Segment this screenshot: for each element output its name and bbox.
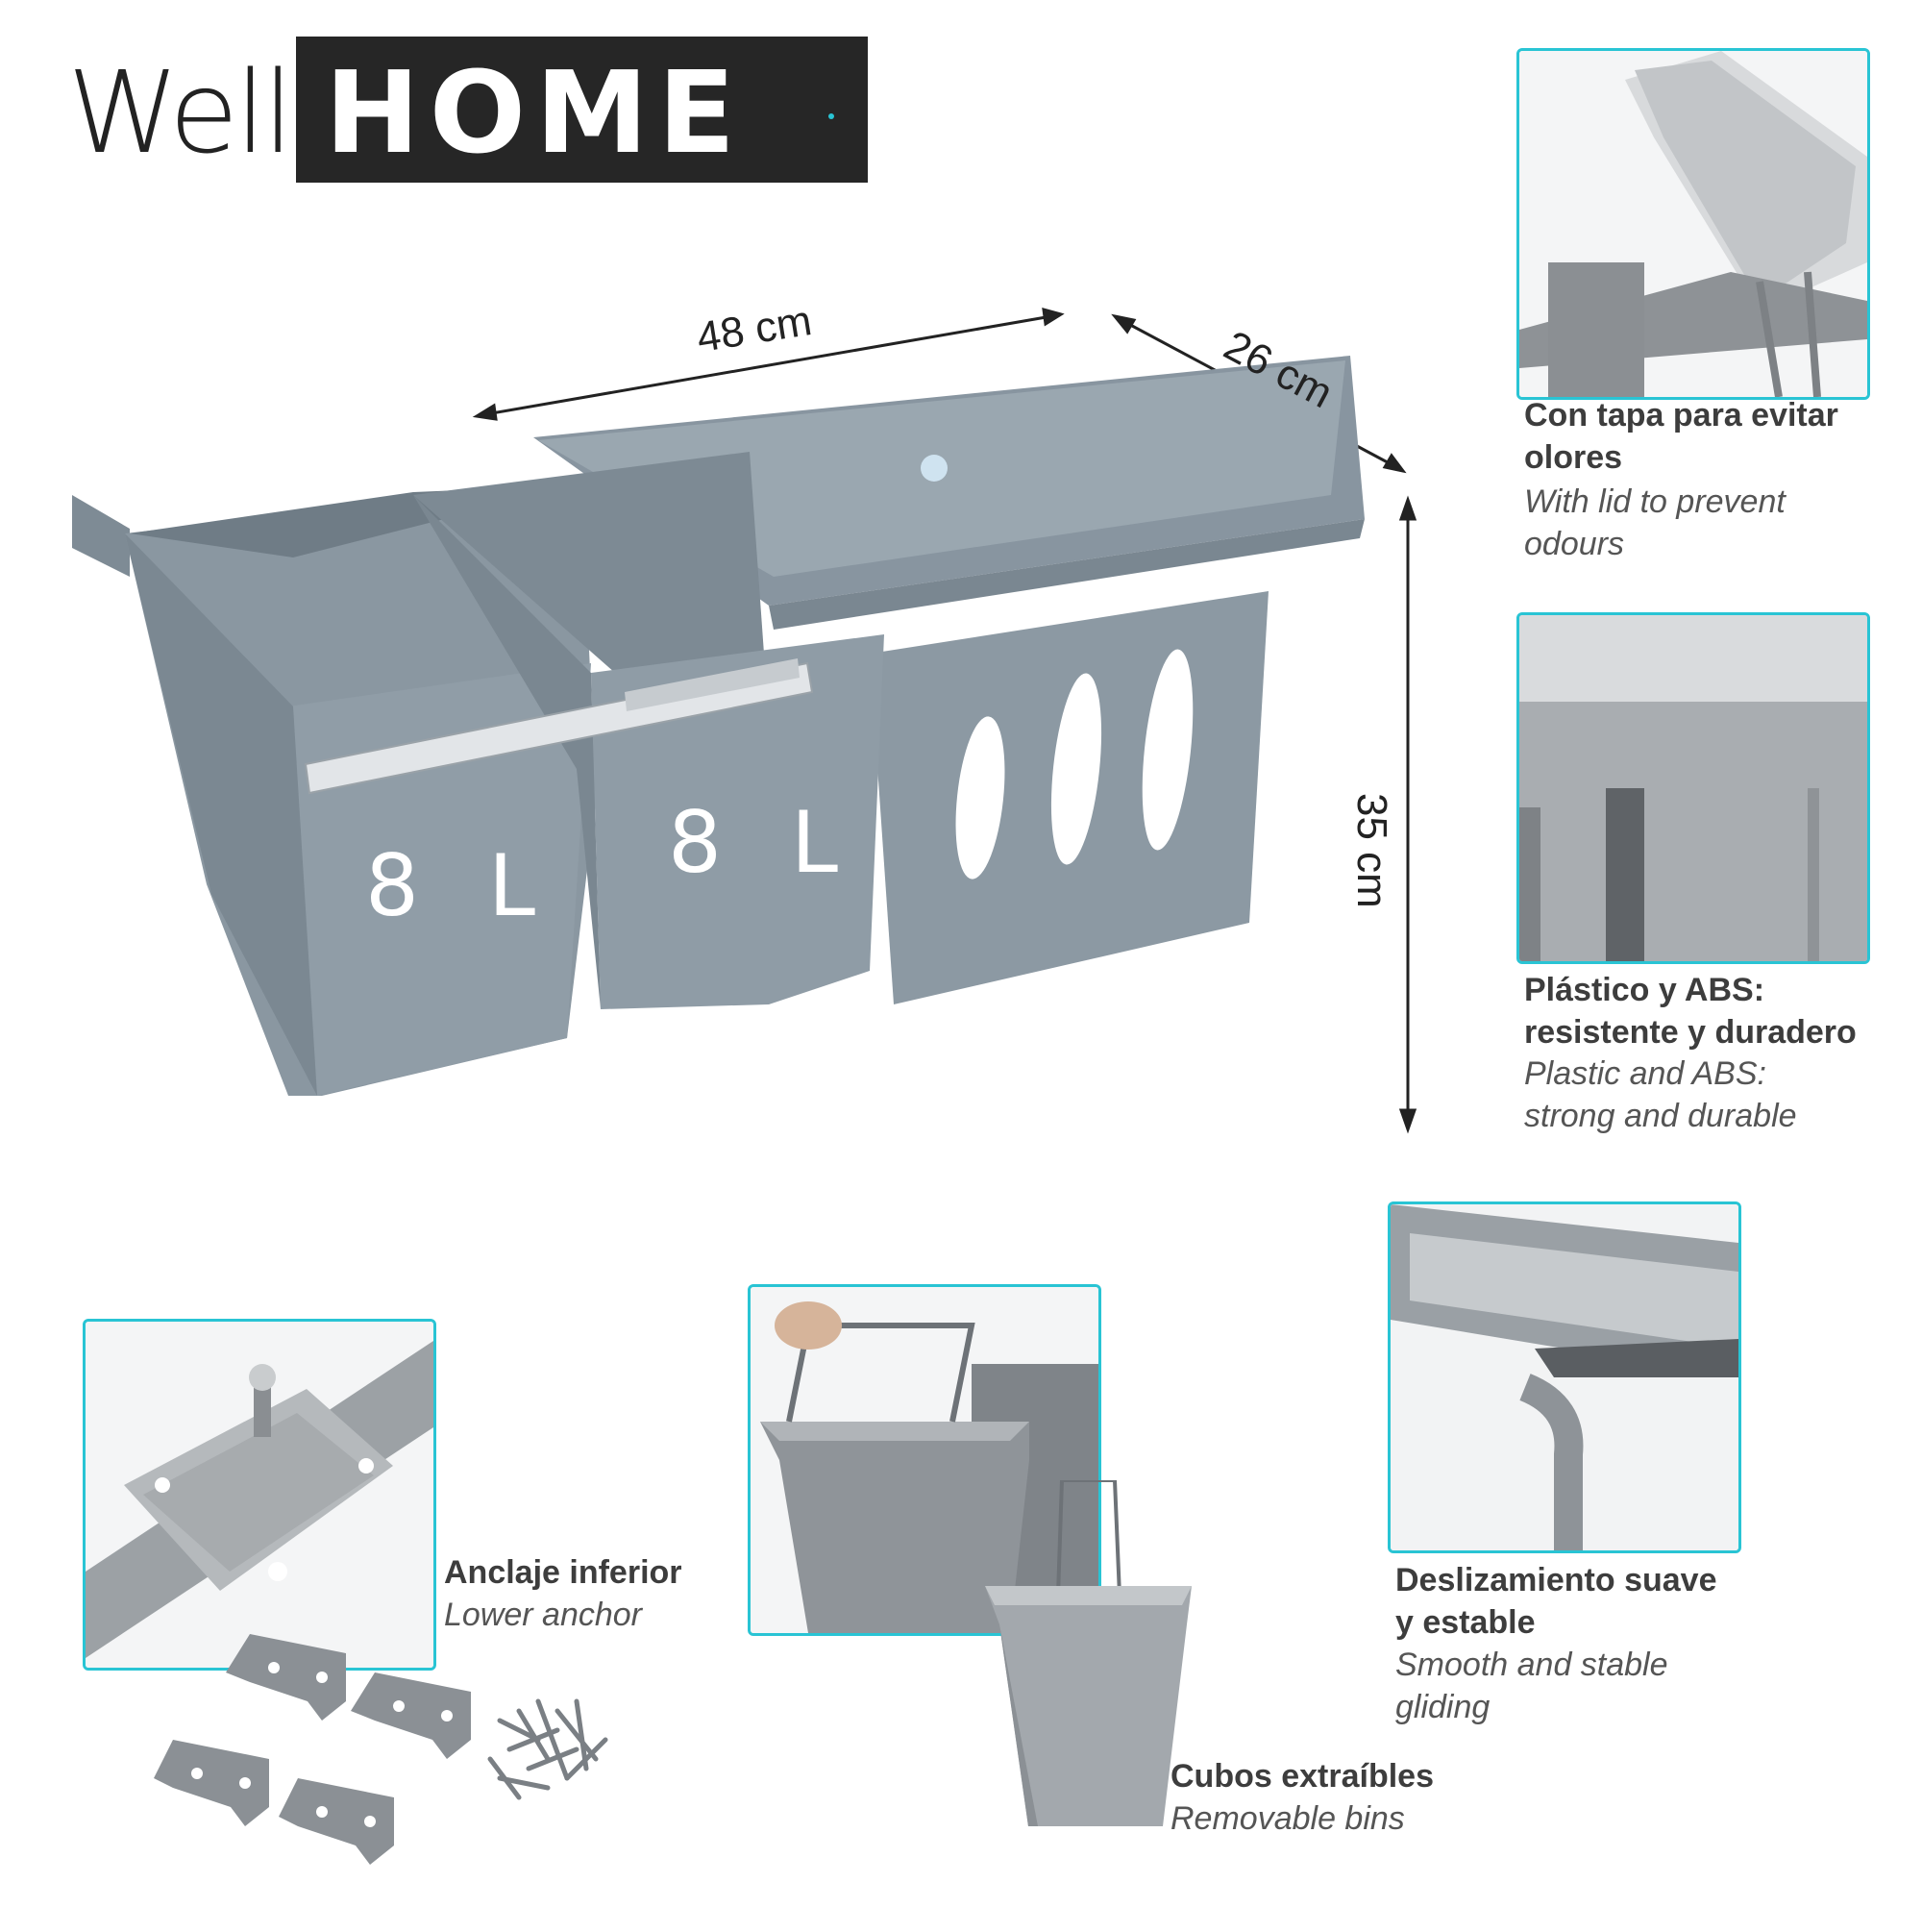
logo-well-text: Well bbox=[67, 46, 294, 179]
feature-removable-es: Cubos extraíbles bbox=[1170, 1758, 1434, 1795]
logo-home-text: HOME bbox=[325, 46, 746, 179]
feature-anchor-en: Lower anchor bbox=[444, 1597, 643, 1633]
lid-image bbox=[1519, 51, 1867, 397]
feature-removable-en: Removable bins bbox=[1170, 1800, 1405, 1837]
feature-material-en: Plastic and ABS: strong and durable bbox=[1524, 1055, 1797, 1134]
logo-dot bbox=[828, 113, 834, 119]
dimension-height-label: 35 cm bbox=[1348, 793, 1395, 908]
dimension-arrows bbox=[472, 307, 1417, 1134]
feature-material-es: Plástico y ABS: resistente y duradero bbox=[1524, 972, 1857, 1051]
bin-left-volume: 8 L bbox=[365, 836, 556, 935]
bin-right-volume: 8 L bbox=[668, 793, 859, 892]
feature-panel-slide bbox=[1388, 1201, 1741, 1553]
anchor-brackets-image bbox=[154, 1634, 608, 1865]
feature-panel-removable bbox=[748, 1284, 1101, 1636]
removable-bin-image bbox=[985, 1480, 1192, 1826]
feature-lid-es: Con tapa para evitar olores bbox=[1524, 397, 1838, 476]
feature-anchor-es: Anclaje inferior bbox=[444, 1554, 682, 1591]
feature-panel-material bbox=[1516, 612, 1870, 964]
slide-rails bbox=[304, 658, 814, 795]
feature-slide-en: Smooth and stable gliding bbox=[1395, 1647, 1668, 1725]
feature-slide-es: Deslizamiento suave y estable bbox=[1395, 1562, 1717, 1641]
anchor-image bbox=[86, 1322, 433, 1668]
logo-home-box: HOME bbox=[296, 37, 868, 183]
material-image bbox=[1519, 615, 1867, 961]
bin-right bbox=[413, 452, 884, 1009]
feature-lid-en: With lid to prevent odours bbox=[1524, 483, 1786, 562]
feature-panel-anchor bbox=[83, 1319, 436, 1671]
brand-logo: Well HOME bbox=[58, 37, 868, 190]
slide-image bbox=[1391, 1204, 1738, 1550]
feature-panel-lid bbox=[1516, 48, 1870, 400]
